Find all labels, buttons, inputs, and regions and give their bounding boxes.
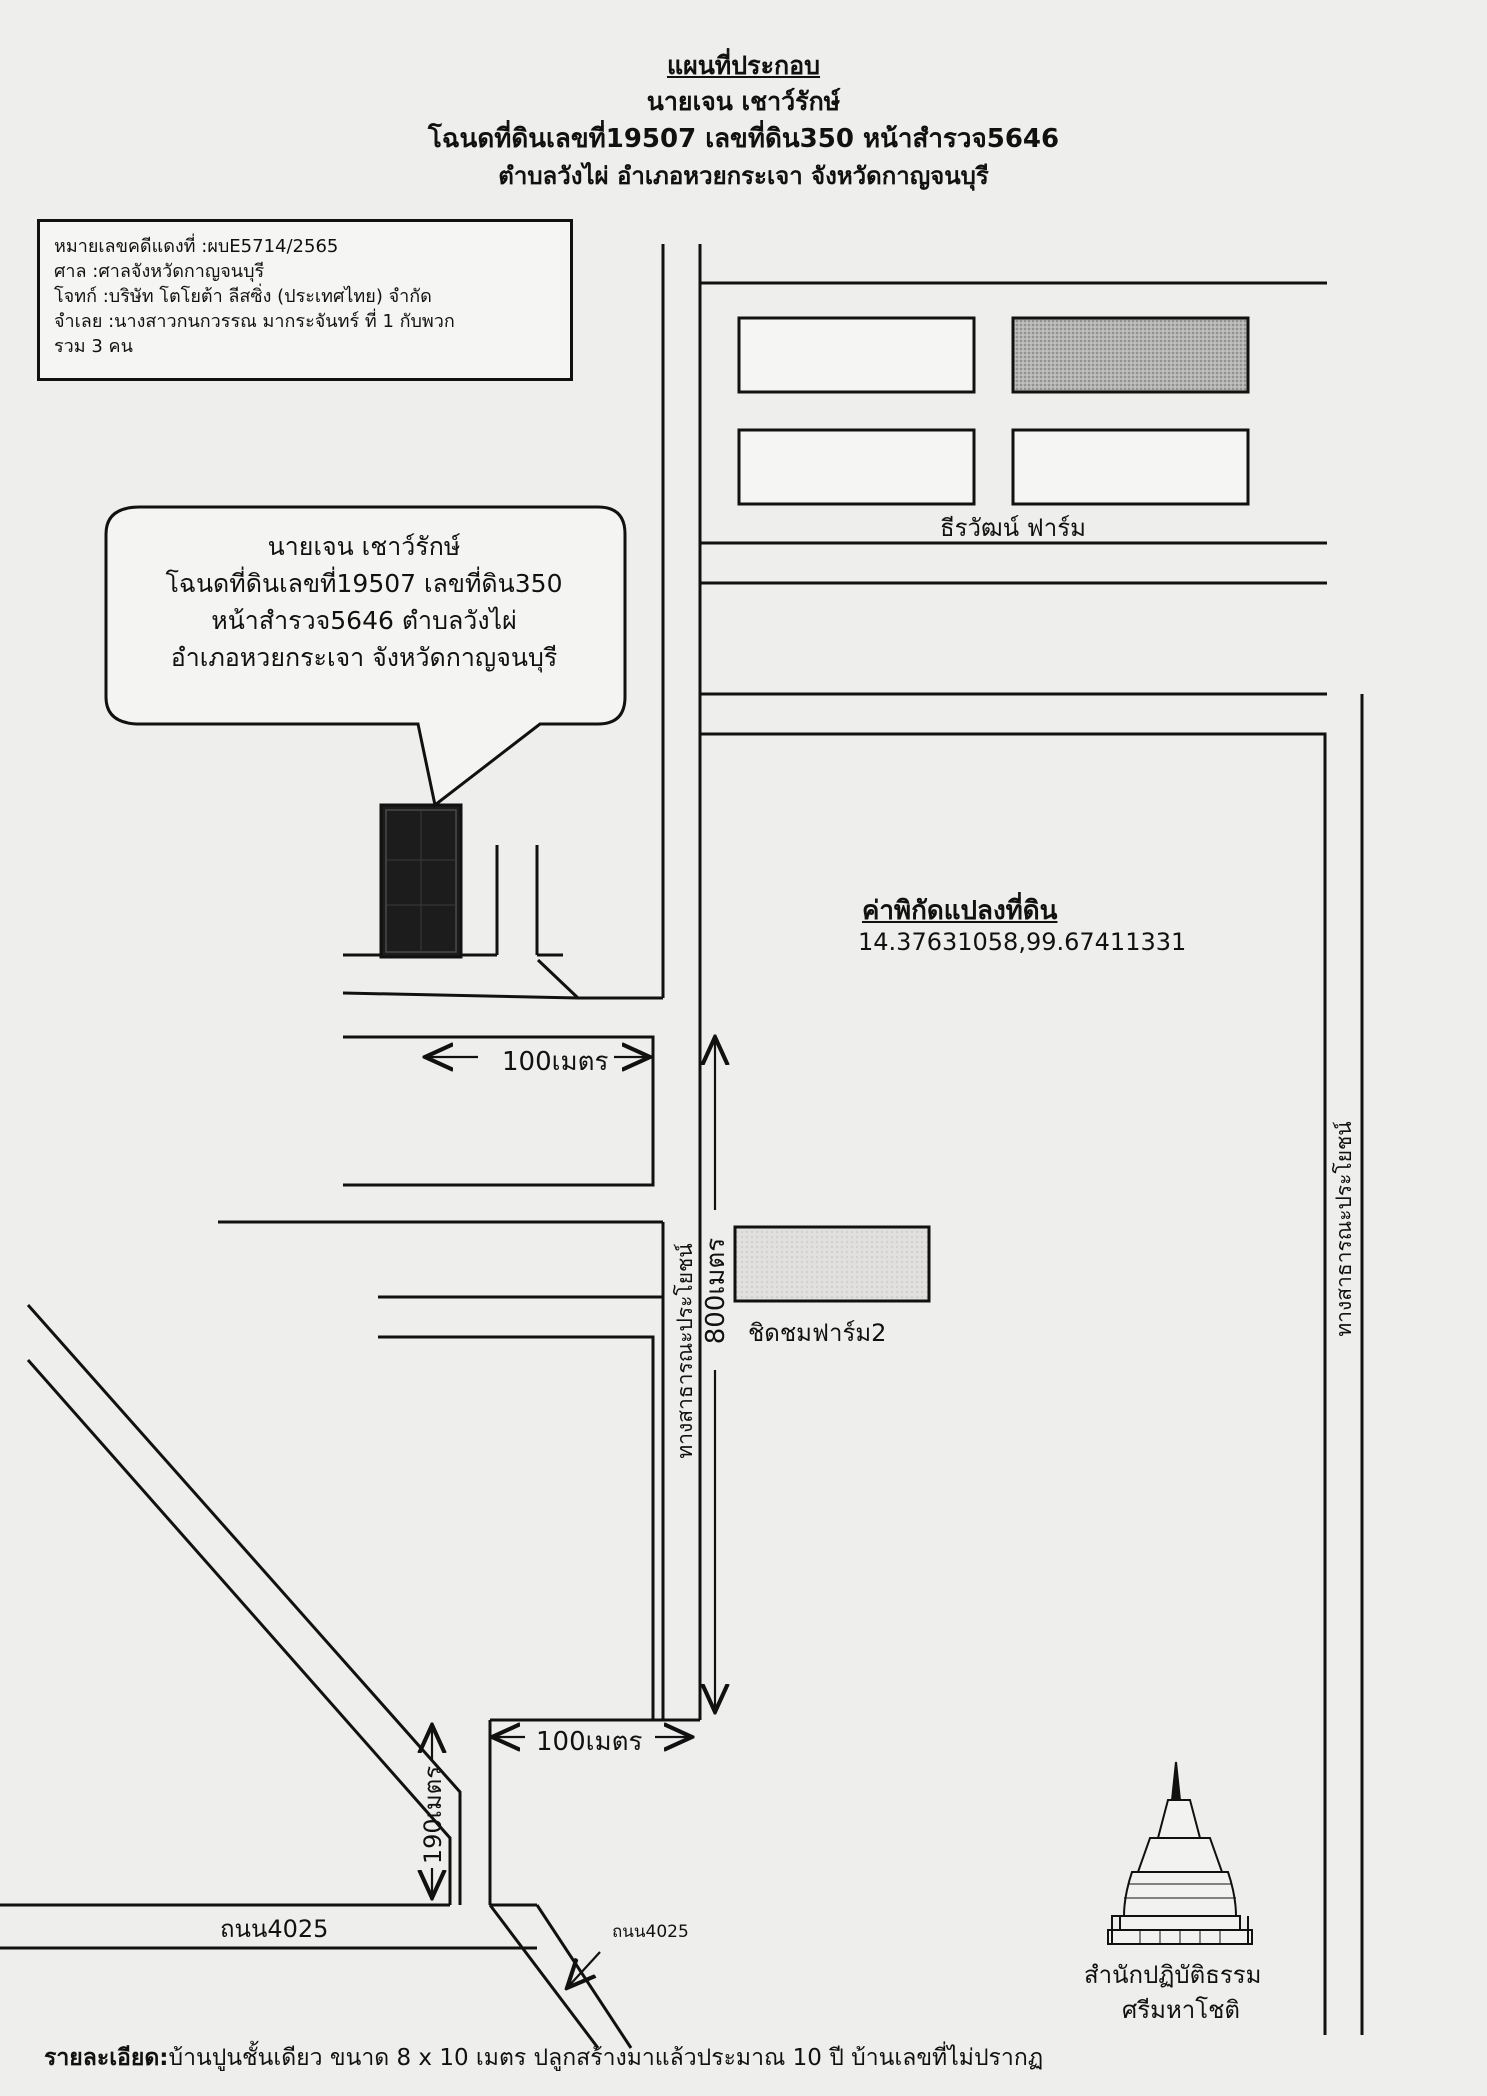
deed-info: โฉนดที่ดินเลขที่19507 เลขที่ดิน350 หน้าส…: [427, 124, 1060, 154]
callout-location: อำเภอหวยกระเจา จังหวัดกาญจนบุรี: [170, 643, 558, 672]
distance-100-bottom: 100เมตร: [536, 1727, 643, 1757]
temple-name-line1: สำนักปฏิบัติธรรม: [1084, 1961, 1262, 1989]
case-info-box: หมายเลขคดีแดงที่ :ผบE5714/2565 ศาล :ศาลจ…: [37, 219, 573, 381]
farm-label-theerawat: ธีรวัฒน์ ฟาร์ม: [940, 514, 1086, 542]
west-block-lower: [378, 1335, 655, 1720]
lane-curve: [536, 958, 663, 1000]
map-title: แผนที่ประกอบ: [666, 51, 821, 80]
diagonal-road-north-edge: [26, 1304, 462, 1905]
footer-text: บ้านปูนชั้นเดียว ขนาด 8 x 10 เมตร ปลูกสร…: [168, 2045, 1044, 2071]
distance-800: 800เมตร: [701, 1237, 731, 1345]
west-block-upper: [343, 1035, 655, 1187]
road-4025-pointer-arrow: [567, 1951, 601, 1988]
callout-survey: หน้าสำรวจ5646 ตำบลวังไผ่: [211, 606, 517, 635]
temple-stupa-icon: [1107, 1761, 1253, 1945]
owner-name: นายเจน เชาว์รักษ์: [646, 87, 841, 116]
road-4025-label-right: ถนน4025: [612, 1922, 689, 1942]
road-4025-south-west: [488, 1904, 600, 2049]
road-4025-label-left: ถนน4025: [220, 1915, 329, 1943]
owner-callout-text: นายเจน เชาว์รักษ์ โฉนดที่ดินเลขที่19507 …: [104, 528, 624, 676]
callout-owner: นายเจน เชาว์รักษ์: [267, 532, 461, 561]
temple-name-line2: ศรีมหาโชติ: [1122, 1996, 1241, 2024]
coordinate-value: 14.37631058,99.67411331: [858, 928, 1187, 956]
chidchom-farm-building: [733, 1225, 931, 1303]
distance-190: 190เมตร: [419, 1765, 447, 1865]
farm-building-1: [737, 316, 976, 394]
right-road-inner-edge: [700, 732, 1327, 2035]
subject-land-plot: [379, 803, 463, 959]
plaintiff: โจทก์ :บริษัท โตโยต้า ลีสซิ่ง (ประเทศไทย…: [54, 286, 432, 307]
footer-label: รายละเอียด:: [44, 2045, 169, 2071]
public-road-label-center: ทางสาธารณะประโยชน์: [673, 1243, 697, 1459]
coordinate-title: ค่าพิกัดแปลงที่ดิน: [862, 896, 1058, 926]
callout-deed: โฉนดที่ดินเลขที่19507 เลขที่ดิน350: [165, 569, 563, 598]
farm-building-2-shaded: [1011, 316, 1250, 394]
court-name: ศาล :ศาลจังหวัดกาญจนบุรี: [54, 261, 265, 282]
farm-building-3: [737, 428, 976, 506]
location-info: ตำบลวังไผ่ อำเภอหวยกระเจา จังหวัดกาญจนบุ…: [498, 162, 989, 190]
owner-callout-bubble: [104, 505, 627, 808]
public-road-label-right: ทางสาธารณะประโยชน์: [1332, 1121, 1356, 1337]
defendant-count: รวม 3 คน: [54, 336, 133, 357]
distance-100-top: 100เมตร: [502, 1047, 609, 1077]
defendant: จำเลย :นางสาวกนกวรรณ มากระจันทร์ ที่ 1 ก…: [54, 311, 455, 332]
plot-lane-bottom: [342, 991, 579, 1000]
footer-details: รายละเอียด:บ้านปูนชั้นเดียว ขนาด 8 x 10 …: [44, 2040, 1043, 2076]
farm-building-4: [1011, 428, 1250, 506]
farm-label-chidchom: ชิดชมฟาร์ม2: [748, 1319, 887, 1347]
case-number: หมายเลขคดีแดงที่ :ผบE5714/2565: [54, 236, 339, 257]
